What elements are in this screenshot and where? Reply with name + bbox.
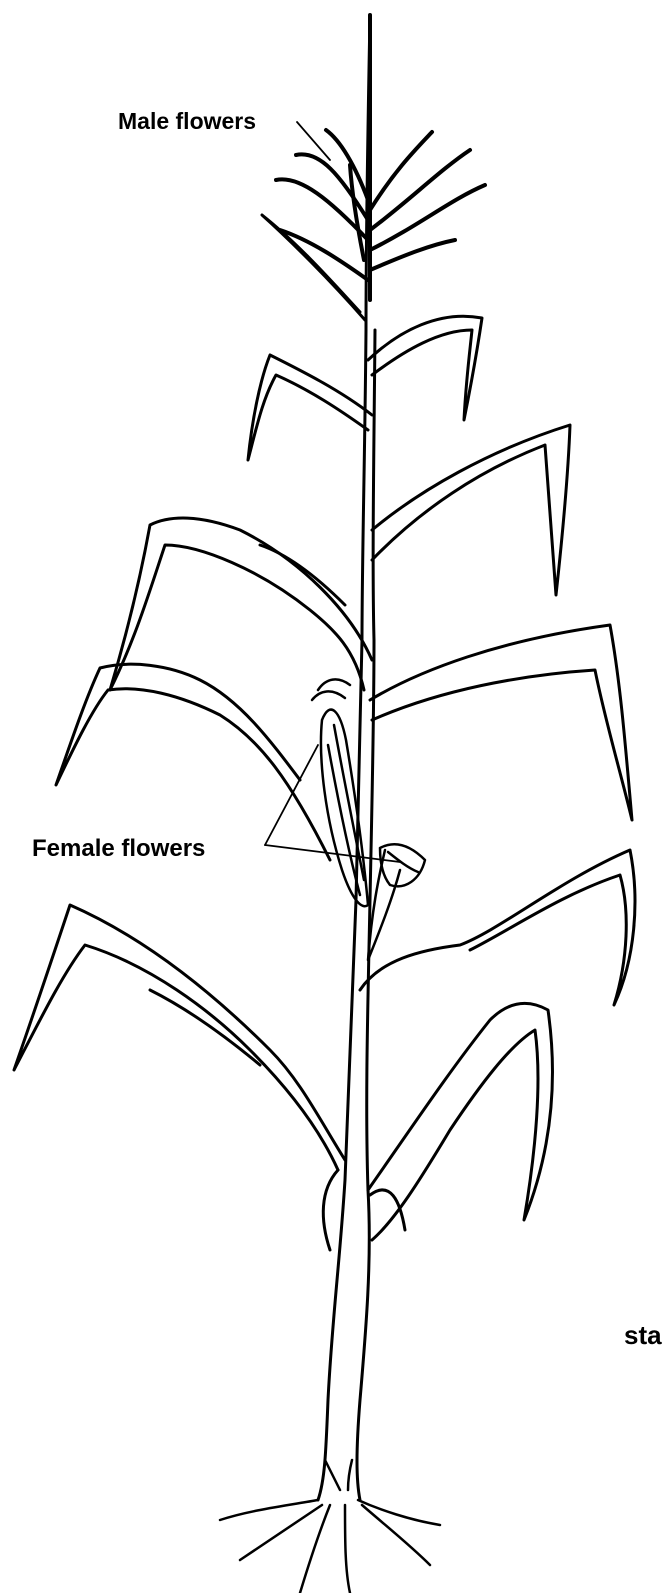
roots — [220, 1460, 440, 1593]
female-flowers-label: Female flowers — [32, 835, 205, 863]
leaves — [14, 215, 635, 1250]
male-flowers-label: Male flowers — [118, 108, 256, 135]
stalk-label-fragment: sta — [624, 1320, 662, 1351]
